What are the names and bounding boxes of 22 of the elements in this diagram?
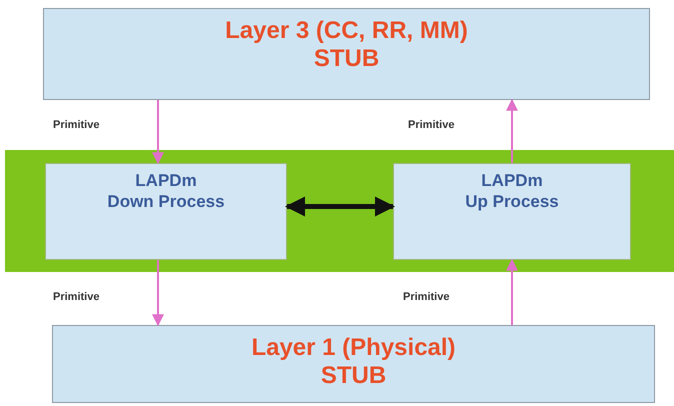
box-subtitle: STUB — [314, 45, 380, 73]
primitive-label: Primitive — [53, 119, 100, 131]
primitive-label: Primitive — [403, 291, 450, 303]
box-subtitle: Down Process — [107, 191, 225, 212]
primitive-label: Primitive — [53, 291, 100, 303]
box-title: LAPDm — [481, 170, 543, 191]
layer-box — [52, 325, 655, 403]
process-box — [393, 163, 631, 260]
primitive-label: Primitive — [408, 119, 454, 131]
band-background — [5, 150, 674, 272]
box-title: LAPDm — [135, 170, 197, 191]
box-title: Layer 1 (Physical) — [251, 334, 456, 362]
double-arrow — [285, 196, 395, 216]
arrow — [506, 98, 518, 163]
arrow — [506, 258, 518, 325]
box-title: Layer 3 (CC, RR, MM) — [225, 17, 468, 45]
arrow — [152, 260, 164, 326]
box-subtitle: Up Process — [465, 191, 559, 212]
arrow — [152, 100, 164, 164]
box-subtitle: STUB — [320, 362, 386, 390]
layer-box — [43, 8, 650, 100]
process-box — [45, 163, 287, 260]
